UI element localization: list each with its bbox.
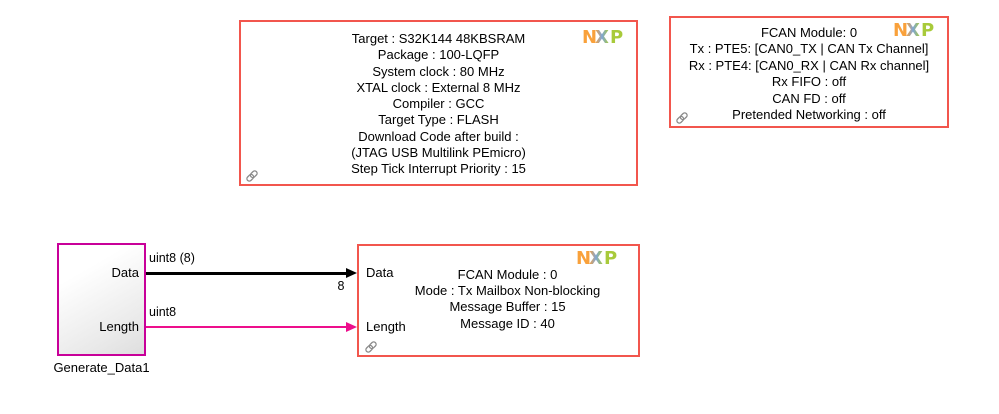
svg-text:X: X [906,21,920,39]
block-text-line: Target : S32K144 48KBSRAM [351,31,526,46]
paperclip-icon[interactable] [675,111,689,125]
block-text-line: System clock : 80 MHz [372,63,505,79]
data-signal-line[interactable] [146,272,347,275]
fcan-send-text: FCAN Module : 0 Mode : Tx Mailbox Non-bl… [359,246,638,355]
paperclip-icon[interactable] [245,169,259,183]
svg-text:P: P [921,21,934,39]
signal-type-label: uint8 [149,305,177,319]
block-name-label[interactable]: Generate_Data1 [53,360,150,375]
fcan-send-block[interactable]: Data Length FCAN Module : 0 Mode : Tx Ma… [357,244,640,357]
svg-text:X: X [595,28,609,46]
nxp-logo: N X P [582,28,623,46]
signal-type-label: uint8 (8) [149,251,195,265]
generate-data-block[interactable]: Data Length [57,243,146,356]
block-text-line: Message ID : 40 [460,315,555,331]
block-text-line: (JTAG USB Multilink PEmicro) [351,145,526,161]
mcu-config-text: Target : S32K144 48KBSRAM Package : 100-… [241,22,636,184]
block-text-line: Step Tick Interrupt Priority : 15 [351,161,526,177]
block-text-line: Compiler : GCC [392,96,485,112]
block-text-line: FCAN Module: 0 [760,25,858,40]
block-text-line: Target Type : FLASH [378,112,499,128]
block-text-line: CAN FD : off [772,90,846,106]
block-text-line: Package : 100-LQFP [377,47,500,63]
length-signal-line[interactable] [146,326,347,328]
block-text-line: XTAL clock : External 8 MHz [356,79,521,95]
block-text-line: Pretended Networking : off [732,107,886,123]
svg-text:P: P [604,249,617,267]
svg-text:N: N [576,249,591,267]
svg-text:P: P [610,28,623,46]
block-text-line: Mode : Tx Mailbox Non-blocking [414,283,601,299]
block-text-line: FCAN Module : 0 [457,267,558,282]
data-signal-arrowhead [346,268,357,278]
block-text-line: Rx FIFO : off [771,74,847,90]
nxp-logo: N X P [576,249,617,267]
nxp-logo: N X P [893,21,934,39]
paperclip-icon[interactable] [364,340,378,354]
signal-dimension-label: 8 [337,279,345,293]
svg-text:X: X [589,249,603,267]
block-text-line: Download Code after build : [358,128,519,144]
length-signal-arrowhead [346,322,357,332]
port-label-data: Data [111,265,139,280]
block-text-line: Message Buffer : 15 [449,299,566,315]
svg-text:N: N [582,28,597,46]
block-text-line: Tx : PTE5: [CAN0_TX | CAN Tx Channel] [689,41,929,57]
svg-text:N: N [893,21,908,39]
port-label-data: Data [366,265,394,280]
port-label-length: Length [99,319,139,334]
mcu-config-block[interactable]: Target : S32K144 48KBSRAM Package : 100-… [239,20,638,186]
fcan-config-block[interactable]: FCAN Module: 0 Tx : PTE5: [CAN0_TX | CAN… [669,16,949,128]
block-text-line: Rx : PTE4: [CAN0_RX | CAN Rx channel] [688,57,930,73]
port-label-length: Length [366,319,406,334]
fcan-config-text: FCAN Module: 0 Tx : PTE5: [CAN0_TX | CAN… [671,18,947,126]
